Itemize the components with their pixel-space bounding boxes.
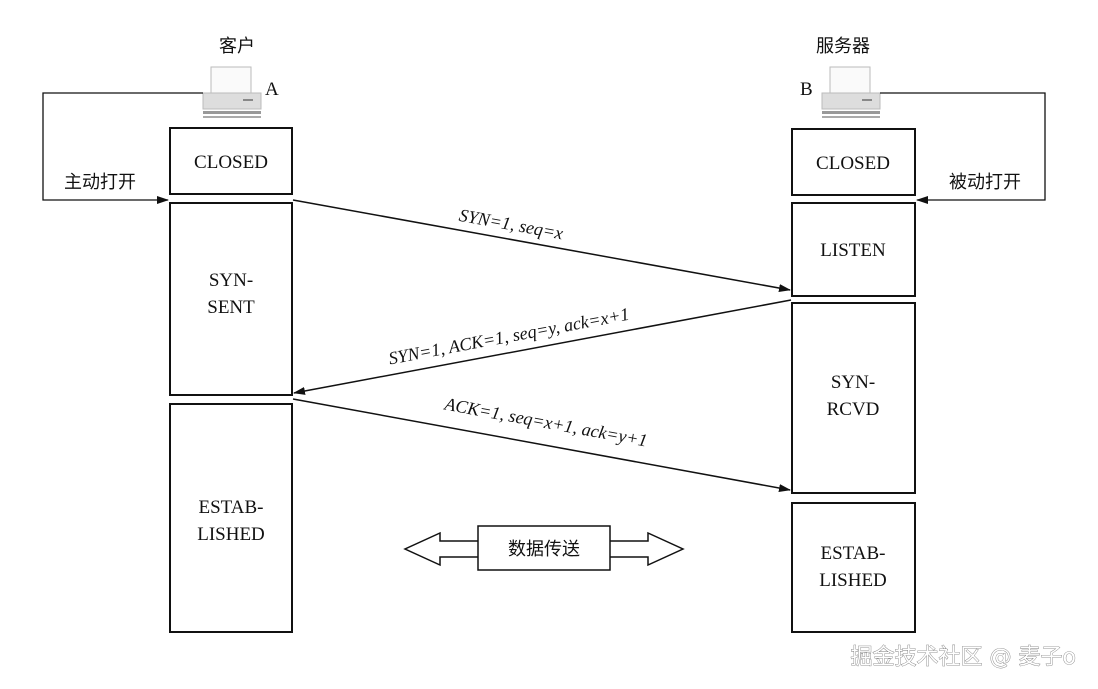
data-transfer-label: 数据传送 xyxy=(508,539,580,560)
svg-text:RCVD: RCVD xyxy=(827,399,880,420)
server-state-closed: CLOSED xyxy=(791,128,916,196)
svg-text:ESTAB-: ESTAB- xyxy=(821,543,886,564)
svg-text:LISHED: LISHED xyxy=(197,524,265,545)
syn-ack-arrow xyxy=(293,299,792,395)
data-transfer-double-arrow: 数据传送 xyxy=(403,525,685,571)
active-open-arrow xyxy=(42,92,203,204)
svg-text:LISTEN: LISTEN xyxy=(820,240,886,261)
client-label: 客户 xyxy=(219,36,255,57)
passive-open-label: 被动打开 xyxy=(949,172,1021,193)
active-open-label: 主动打开 xyxy=(64,172,136,193)
svg-text:CLOSED: CLOSED xyxy=(816,153,890,174)
passive-open-arrow xyxy=(880,92,1046,204)
ack-label: ACK=1, seq=x+1, ack=y+1 xyxy=(442,394,649,451)
svg-text:LISHED: LISHED xyxy=(819,570,887,591)
client-state-syn-sent: SYN- SENT xyxy=(169,202,293,396)
watermark: 掘金技术社区 @ 麦子o xyxy=(851,645,1076,670)
client-id: A xyxy=(265,79,279,100)
svg-text:CLOSED: CLOSED xyxy=(194,152,268,173)
client-state-established: ESTAB- LISHED xyxy=(169,403,293,633)
server-label: 服务器 xyxy=(816,36,870,57)
client-computer-icon xyxy=(202,66,262,119)
ack-arrow xyxy=(292,398,791,492)
client-state-closed: CLOSED xyxy=(169,127,293,195)
syn-arrow xyxy=(292,199,791,292)
server-state-syn-rcvd: SYN- RCVD xyxy=(791,302,916,494)
server-computer-icon xyxy=(821,66,881,119)
syn-label: SYN=1, seq=x xyxy=(457,205,564,244)
server-state-listen: LISTEN xyxy=(791,202,916,297)
svg-text:SENT: SENT xyxy=(207,297,255,318)
server-state-established: ESTAB- LISHED xyxy=(791,502,916,633)
svg-text:ESTAB-: ESTAB- xyxy=(199,497,264,518)
svg-text:SYN-: SYN- xyxy=(209,270,253,291)
svg-text:SYN-: SYN- xyxy=(831,372,875,393)
server-id: B xyxy=(800,79,813,100)
